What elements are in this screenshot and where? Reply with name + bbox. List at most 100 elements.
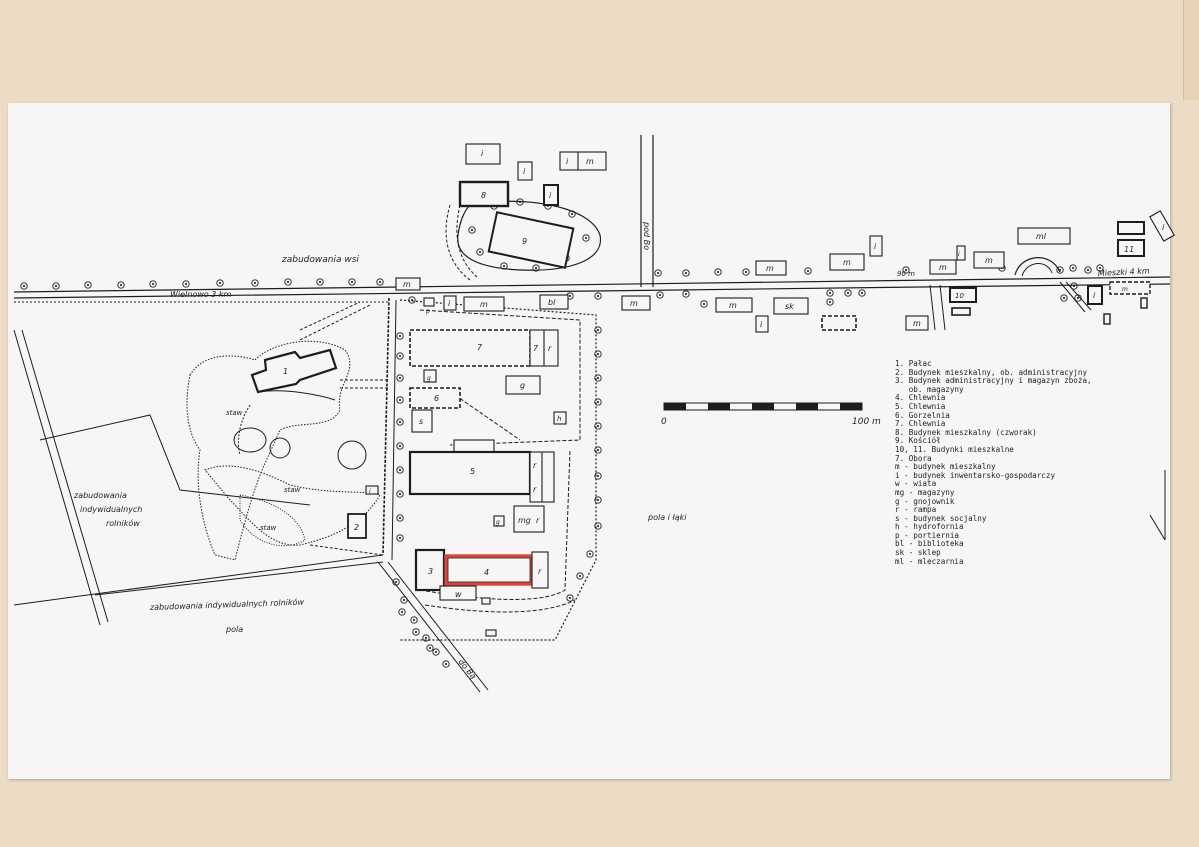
main-road	[13, 276, 1171, 299]
tree-symbol	[586, 550, 594, 558]
building-m-south-2	[715, 297, 753, 313]
tree-symbol	[1060, 294, 1068, 302]
building-g-mid	[493, 515, 505, 527]
label-i: i	[1093, 291, 1096, 300]
tree-symbol	[408, 296, 416, 304]
tree-symbol	[442, 660, 450, 668]
label-i: i	[958, 251, 960, 258]
tree-symbol	[1096, 264, 1104, 272]
building-g-small	[423, 369, 437, 383]
tree-symbol	[844, 289, 852, 297]
building-ml	[1017, 227, 1071, 245]
pond-label-1: staw	[226, 409, 243, 417]
building-i-south	[755, 315, 769, 333]
label-m: m	[985, 256, 993, 265]
farmyard-fence	[399, 299, 597, 641]
building-2	[347, 513, 367, 539]
building-7	[409, 329, 531, 367]
label-2: 2	[354, 523, 359, 532]
tree-symbol	[858, 289, 866, 297]
building-i-east-1	[869, 235, 883, 257]
tree-symbol	[742, 268, 750, 276]
east-side-road	[929, 284, 936, 331]
label-r: r	[538, 567, 542, 576]
legend-item: 10, 11. Budynki mieszkalne	[895, 444, 1014, 454]
tree-symbol	[400, 596, 408, 604]
tree-symbol	[422, 634, 430, 642]
legend-item: bl - biblioteka	[895, 539, 964, 549]
label-m: m	[766, 264, 774, 273]
tree-symbol	[594, 292, 602, 300]
building-6	[409, 387, 461, 409]
tree-symbol	[468, 226, 476, 234]
building-11-upper	[1117, 221, 1145, 235]
legend-item: 8. Budynek mieszkalny (czworak)	[895, 427, 1037, 437]
tree-symbol	[594, 422, 602, 430]
label-mg: mg	[518, 516, 531, 525]
label-i: i	[523, 167, 526, 176]
tree-symbol	[410, 616, 418, 624]
building-m-gate	[463, 296, 505, 312]
park-area	[186, 301, 389, 561]
pond-label-2: staw	[284, 486, 301, 494]
label-4: 4	[484, 568, 489, 577]
tree-symbol	[398, 608, 406, 616]
estate-boundary-road	[13, 297, 489, 693]
tree-symbol	[682, 269, 690, 277]
label-r: r	[548, 344, 552, 353]
individual-farms-label-line2: indywidualnych	[80, 505, 142, 514]
label-i: i	[874, 242, 877, 251]
label-g: g	[520, 381, 525, 390]
building-8	[458, 180, 510, 208]
tree-symbol	[412, 628, 420, 636]
legend-item: 7. Obora	[895, 453, 932, 463]
scale-start-label: 0	[661, 417, 667, 427]
tree-symbol	[682, 290, 690, 298]
legend-item: 7. Chlewnia	[895, 419, 946, 429]
label-g: g	[496, 519, 500, 526]
west-field-roads	[13, 301, 389, 626]
legend-item: 3. Budynek administracyjny i magazyn zbo…	[895, 376, 1092, 386]
legend-item: 5. Chlewnia	[895, 401, 946, 411]
tree-symbol	[396, 332, 404, 340]
building-9	[487, 211, 575, 269]
building-i-m-north	[559, 151, 607, 171]
label-r: r	[536, 516, 540, 525]
scale-bar: 0 100 m	[661, 402, 881, 427]
tree-symbol	[594, 350, 602, 358]
tree-symbol	[476, 248, 484, 256]
label-m: m	[1122, 286, 1128, 293]
tree-symbol	[251, 279, 259, 287]
tree-symbol	[396, 374, 404, 382]
building-m-east-3	[929, 259, 957, 275]
label-g: g	[427, 375, 431, 382]
road-west-label: Wielnowo 3 km	[170, 290, 231, 299]
tree-symbol	[654, 269, 662, 277]
tree-symbol	[432, 648, 440, 656]
tree-symbol	[1074, 294, 1082, 302]
tree-symbol	[902, 266, 910, 274]
fields-label: pola	[225, 625, 243, 634]
tree-symbol	[532, 264, 540, 272]
tree-symbol	[149, 280, 157, 288]
tree-symbol	[1084, 266, 1092, 274]
label-h: h	[557, 415, 561, 423]
label-r: r	[533, 461, 537, 470]
tree-symbol	[1070, 282, 1078, 290]
building-m-south-1	[621, 295, 651, 311]
tree-symbol	[376, 278, 384, 286]
tree-symbol	[396, 418, 404, 426]
label-10: 10	[955, 292, 964, 300]
legend-item: w - wiata	[895, 479, 937, 489]
legend-item: 1. Pałac	[895, 359, 932, 368]
label-m: m	[630, 299, 638, 308]
tree-symbol	[516, 198, 524, 206]
tree-symbol	[714, 268, 722, 276]
label-w: w	[455, 590, 462, 599]
label-m: m	[403, 280, 411, 289]
tree-symbol	[594, 326, 602, 334]
building-m-east-4	[973, 251, 1005, 269]
tree-symbol	[1056, 266, 1064, 274]
tree-symbol	[117, 281, 125, 289]
